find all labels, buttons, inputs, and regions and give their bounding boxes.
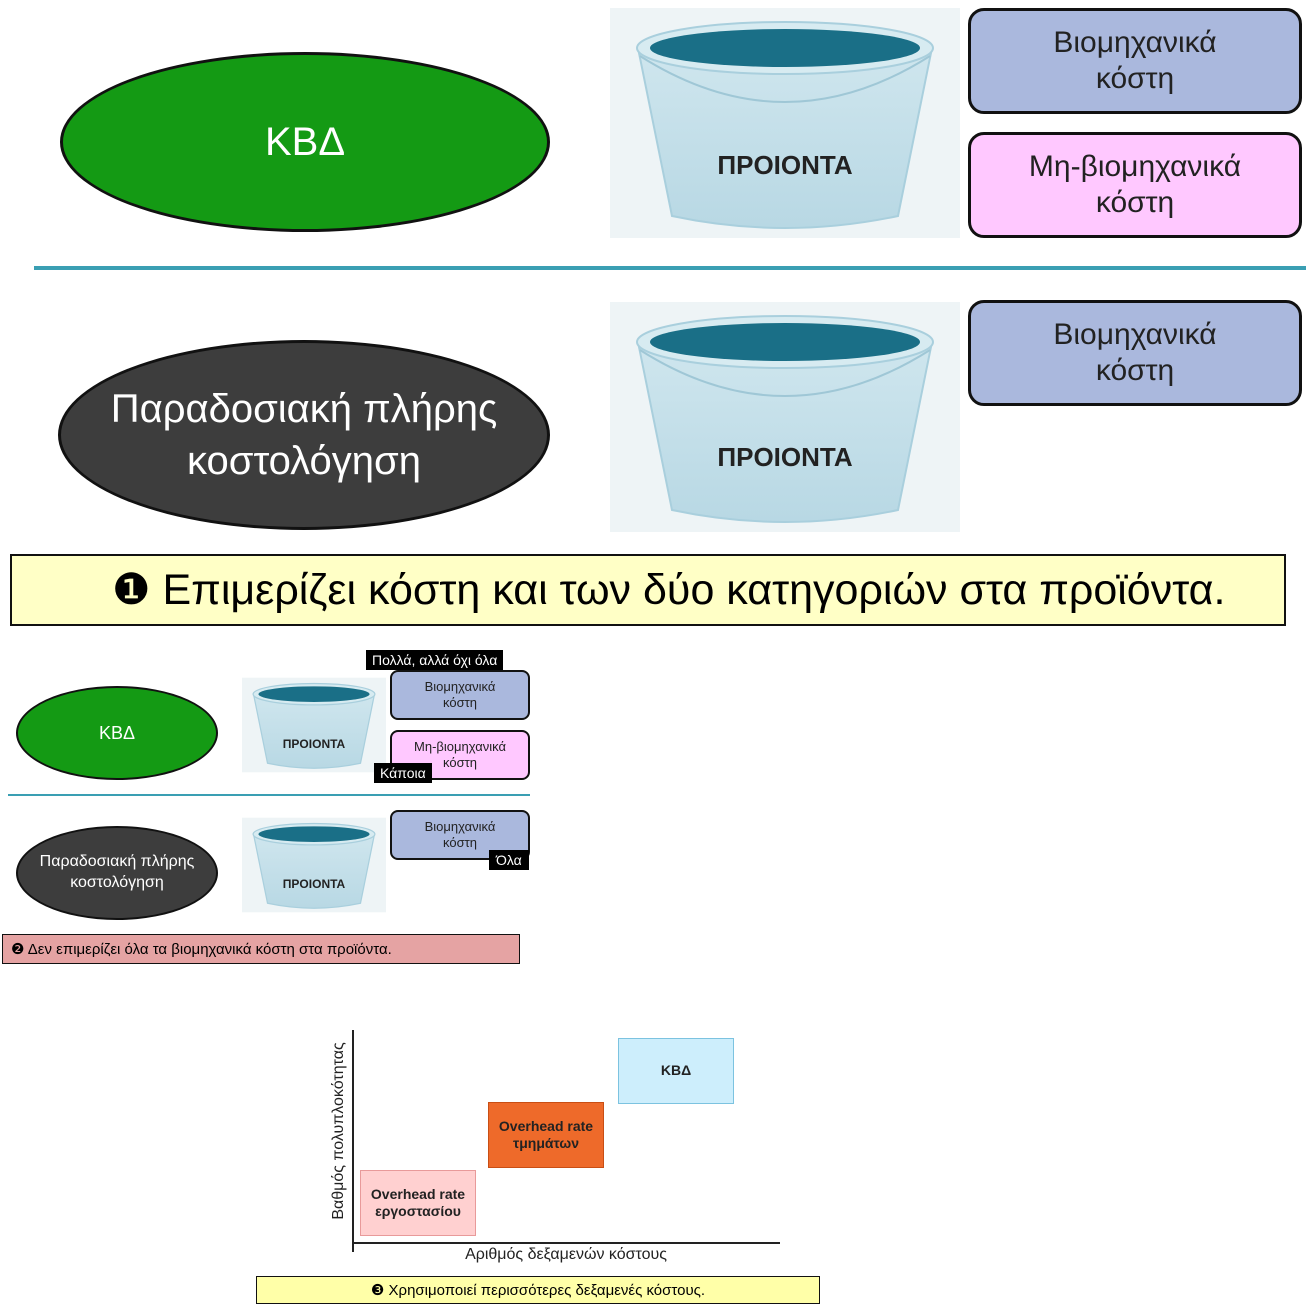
mini-products-label: ΠΡΟΙΟΝΤΑ	[282, 877, 346, 891]
x-axis-line	[352, 1242, 780, 1244]
allocation-banner-3: ❸ Χρησιμοποιεί περισσότερες δεξαμενές κό…	[256, 1276, 820, 1304]
department-overhead-rate-box: Overhead rate τμημάτων	[488, 1102, 604, 1168]
plant-overhead-rate-box: Overhead rate εργοστασίου	[360, 1170, 476, 1236]
mini-bucket-icon	[242, 677, 386, 773]
abc-label: ΚΒΔ	[660, 1062, 692, 1079]
abc-box: ΚΒΔ	[618, 1038, 734, 1104]
plant-overhead-rate-label: Overhead rate εργοστασίου	[370, 1185, 466, 1220]
mini-traditional-costing-label: Παραδοσιακή πλήρης κοστολόγηση	[39, 853, 195, 891]
manufacturing-costs-label: Βιομηχανικά κόστη	[1053, 26, 1217, 95]
y-axis-line	[352, 1030, 354, 1252]
tag-all: Όλα	[489, 850, 529, 870]
mini-manufacturing-costs-label: Βιομηχανικά κόστη	[424, 819, 496, 850]
mini-products-label: ΠΡΟΙΟΝΤΑ	[282, 737, 346, 751]
allocation-banner-2: ❷ Δεν επιμερίζει όλα τα βιομηχανικά κόστ…	[2, 934, 520, 964]
department-overhead-rate-label: Overhead rate τμημάτων	[498, 1117, 594, 1152]
traditional-costing-label: Παραδοσιακή πλήρης κοστολόγηση	[110, 387, 498, 483]
manufacturing-costs-label: Βιομηχανικά κόστη	[1053, 318, 1217, 387]
manufacturing-costs-box: Βιομηχανικά κόστη	[968, 8, 1302, 114]
bucket-icon	[610, 8, 960, 238]
bucket-icon	[610, 302, 960, 532]
non-manufacturing-costs-box: Μη-βιομηχανικά κόστη	[968, 132, 1302, 238]
mini-traditional-costing-ellipse: Παραδοσιακή πλήρης κοστολόγηση	[16, 826, 218, 920]
mini-divider	[8, 794, 530, 796]
mini-bucket-icon	[242, 817, 386, 913]
banner-2-text: ❷ Δεν επιμερίζει όλα τα βιομηχανικά κόστ…	[11, 941, 392, 958]
mini-manufacturing-costs-box: Βιομηχανικά κόστη	[390, 670, 530, 720]
complexity-chart: Βαθμός πολυπλοκότητας Αριθμός δεξαμενών …	[310, 1010, 780, 1280]
products-label: ΠΡΟΙΟΝΤΑ	[717, 442, 853, 472]
kvd-label: ΚΒΔ	[264, 119, 346, 164]
y-axis-label: Βαθμός πολυπλοκότητας	[330, 1042, 347, 1220]
x-axis-label: Αριθμός δεξαμενών κόστους	[465, 1246, 667, 1263]
mini-kvd-label: ΚΒΔ	[98, 722, 136, 743]
banner-3-text: ❸ Χρησιμοποιεί περισσότερες δεξαμενές κό…	[370, 1282, 706, 1299]
non-manufacturing-costs-label: Μη-βιομηχανικά κόστη	[1028, 150, 1242, 219]
traditional-costing-ellipse: Παραδοσιακή πλήρης κοστολόγηση	[58, 340, 550, 530]
mini-manufacturing-costs-label: Βιομηχανικά κόστη	[424, 679, 496, 710]
tag-many-not-all: Πολλά, αλλά όχι όλα	[366, 650, 504, 670]
tag-some: Κάποια	[374, 763, 432, 783]
allocation-banner-1: ❶ Επιμερίζει κόστη και των δύο κατηγοριώ…	[10, 554, 1286, 626]
manufacturing-costs-box: Βιομηχανικά κόστη	[968, 300, 1302, 406]
banner-1-text: ❶ Επιμερίζει κόστη και των δύο κατηγοριώ…	[112, 566, 1226, 614]
kvd-ellipse: ΚΒΔ	[60, 52, 550, 232]
section-divider	[34, 266, 1306, 270]
products-label: ΠΡΟΙΟΝΤΑ	[717, 150, 853, 180]
mini-non-manufacturing-costs-label: Μη-βιομηχανικά κόστη	[414, 739, 506, 770]
mini-kvd-ellipse: ΚΒΔ	[16, 686, 218, 780]
